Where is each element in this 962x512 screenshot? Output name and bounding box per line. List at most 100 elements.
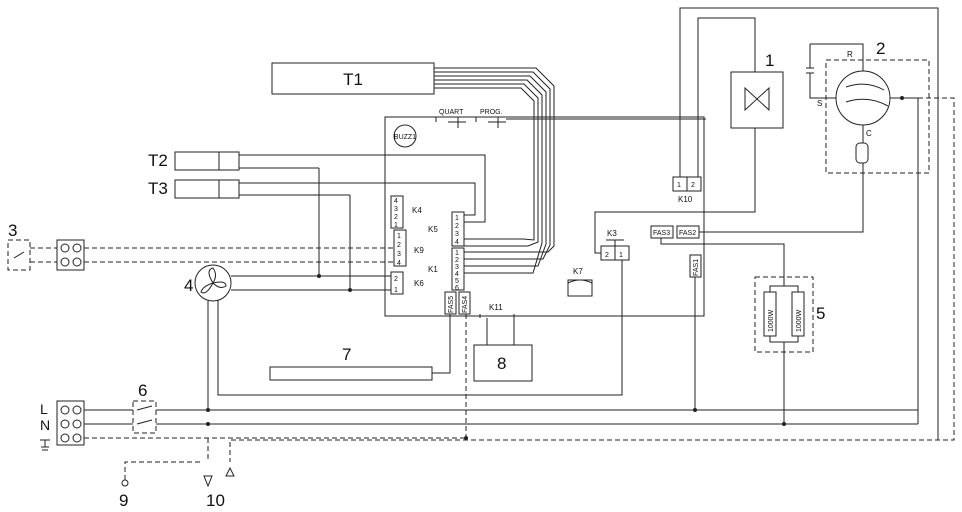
k5-label: K5 <box>428 225 438 234</box>
prog-label: PROG. <box>480 109 503 116</box>
k9-label: K9 <box>414 246 424 255</box>
earth-icon <box>40 439 50 451</box>
k4-pin2: 2 <box>394 214 398 221</box>
compressor-c: C <box>866 129 872 138</box>
fas3-label: FAS3 <box>653 230 670 237</box>
t2-wires <box>239 154 486 223</box>
compressor <box>835 70 891 126</box>
compressor-symbol <box>845 83 889 107</box>
k3-label: K3 <box>607 229 617 238</box>
capacitor-wires <box>806 43 864 99</box>
quart-label: QUART <box>439 109 464 116</box>
k9-pin3: 3 <box>397 251 401 258</box>
compressor-outline <box>825 59 930 174</box>
k9-pin1: 1 <box>397 233 401 240</box>
main-switch-outline <box>132 400 157 434</box>
buzzer-label: BUZZ1 <box>394 134 416 141</box>
fas4-connector <box>458 291 471 315</box>
k3-pin2: 2 <box>605 252 609 259</box>
k4-pin4: 4 <box>394 198 398 205</box>
k3-pin1: 1 <box>619 252 623 259</box>
k6-pin1: 1 <box>394 287 398 294</box>
label-2: 2 <box>876 39 885 58</box>
label-7: 7 <box>342 345 351 364</box>
k3-wires <box>217 128 756 396</box>
k5-pin3: 3 <box>455 231 459 238</box>
t3-probe <box>174 179 220 199</box>
t2-connector <box>218 151 240 171</box>
valve-symbol <box>744 86 770 112</box>
k4-pin1: 1 <box>394 222 398 229</box>
k11-wires <box>479 314 515 345</box>
k6-block <box>390 271 404 295</box>
t2-probe <box>174 151 220 171</box>
label-10: 10 <box>206 491 225 510</box>
compressor-s: S <box>817 99 822 108</box>
t3-connector <box>218 179 240 199</box>
heater-right-label: 1000W <box>796 309 803 332</box>
fas1-label: FAS1 <box>693 259 700 276</box>
earth-dashed <box>229 97 955 462</box>
mains-wires <box>84 409 918 425</box>
k7-arc <box>567 279 593 284</box>
k10-label: K10 <box>678 195 693 204</box>
board-buttons <box>435 117 506 128</box>
valve-wires <box>679 7 939 440</box>
k6-pin2: 2 <box>394 276 398 283</box>
t3-label: T3 <box>148 179 168 198</box>
component-7 <box>269 366 433 381</box>
component-7-wire <box>432 314 451 374</box>
t1-harness <box>434 67 555 274</box>
control-board <box>384 116 705 317</box>
remote-terminal <box>56 239 85 271</box>
k1-pin3: 3 <box>455 264 459 271</box>
compressor-r: R <box>847 50 853 59</box>
k10-pin1: 1 <box>677 182 681 189</box>
overload-protector <box>855 142 869 164</box>
k6-label: K6 <box>414 279 424 288</box>
label-8: 8 <box>497 354 506 373</box>
k1-label: K1 <box>428 265 438 274</box>
t2-label: T2 <box>148 151 168 170</box>
label-5: 5 <box>816 304 825 323</box>
earth-point-9 <box>121 479 129 487</box>
label-9: 9 <box>119 491 128 510</box>
probe-drops <box>318 168 351 290</box>
buzzer <box>393 124 417 148</box>
k5-block <box>451 211 465 247</box>
heater-wires <box>660 238 799 424</box>
remote-wires <box>30 247 394 263</box>
k7-label: K7 <box>573 267 583 276</box>
k5-pin1: 1 <box>455 215 459 222</box>
k4-pin3: 3 <box>394 206 398 213</box>
fas2-label: FAS2 <box>679 230 696 237</box>
label-1: 1 <box>765 51 774 70</box>
k10-pin2: 2 <box>691 182 695 189</box>
compressor-feed <box>890 97 919 424</box>
k1-pin6: 6 <box>455 285 459 292</box>
k9-pin2: 2 <box>397 242 401 249</box>
earth-drops <box>124 438 209 480</box>
mains-earth <box>84 314 467 439</box>
k5-pin4: 4 <box>455 239 459 246</box>
compressor-c-wire <box>699 125 864 233</box>
k4-label: K4 <box>412 206 422 215</box>
t3-wires <box>239 182 476 216</box>
label-4: 4 <box>184 276 193 295</box>
k3-top <box>606 239 624 246</box>
k4-block <box>390 195 404 229</box>
earth-point-10 <box>203 466 235 488</box>
fan-blades <box>200 267 227 294</box>
main-switch <box>136 405 153 425</box>
k1-pin2: 2 <box>455 257 459 264</box>
reversing-valve <box>730 71 784 129</box>
fas5-label: FAS5 <box>448 296 455 313</box>
k1-pin5: 5 <box>455 278 459 285</box>
k1-block <box>451 247 465 291</box>
k5-pin2: 2 <box>455 223 459 230</box>
fas4-label: FAS4 <box>462 296 469 313</box>
remote-switch-outline <box>7 239 31 271</box>
fas3-connector <box>650 225 674 239</box>
mains-n: N <box>40 417 50 433</box>
